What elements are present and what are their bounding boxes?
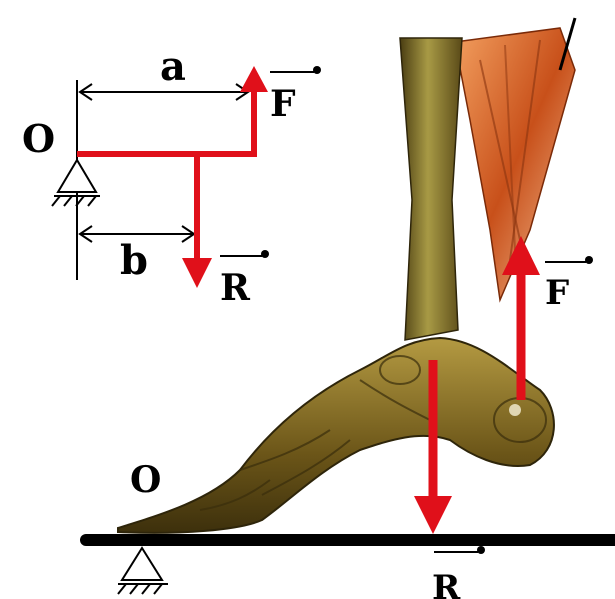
main-force-label: F: [545, 273, 569, 313]
main-reaction-label: R: [432, 568, 461, 599]
inset-distance-a-label: a: [160, 43, 186, 90]
inset-force-label: F: [270, 83, 296, 125]
inset-pivot-support-icon: [56, 158, 98, 193]
main-reaction-arrow-head: [414, 496, 452, 534]
main-pivot-label: O: [130, 459, 161, 501]
leg-bone: [399, 37, 463, 341]
inset-reaction-label: R: [220, 267, 251, 309]
main-pivot-support-icon: [120, 546, 164, 581]
dimension-arrow-b-left: [78, 225, 93, 243]
foot-bones: [117, 336, 555, 534]
inset-ground-hatch-icon: [51, 195, 100, 207]
inset-reaction-arrow-head: [182, 258, 212, 288]
inset-reaction-vector-mark-icon: [220, 250, 269, 258]
dimension-arrow-a-left: [78, 83, 93, 101]
main-force-vector-mark-icon: [545, 256, 593, 264]
main-reaction-vector-mark-icon: [434, 546, 485, 554]
lever-schematic: O a b F R: [22, 43, 321, 309]
inset-pivot-label: O: [22, 116, 55, 161]
inset-force-arrow-head: [240, 66, 268, 92]
main-force-arrow-head: [502, 236, 540, 275]
main-ground-hatch-icon: [117, 583, 168, 595]
inset-force-vector-mark-icon: [270, 66, 321, 74]
foot-illustration: O F R: [80, 17, 615, 599]
inset-distance-b-label: b: [120, 237, 148, 284]
